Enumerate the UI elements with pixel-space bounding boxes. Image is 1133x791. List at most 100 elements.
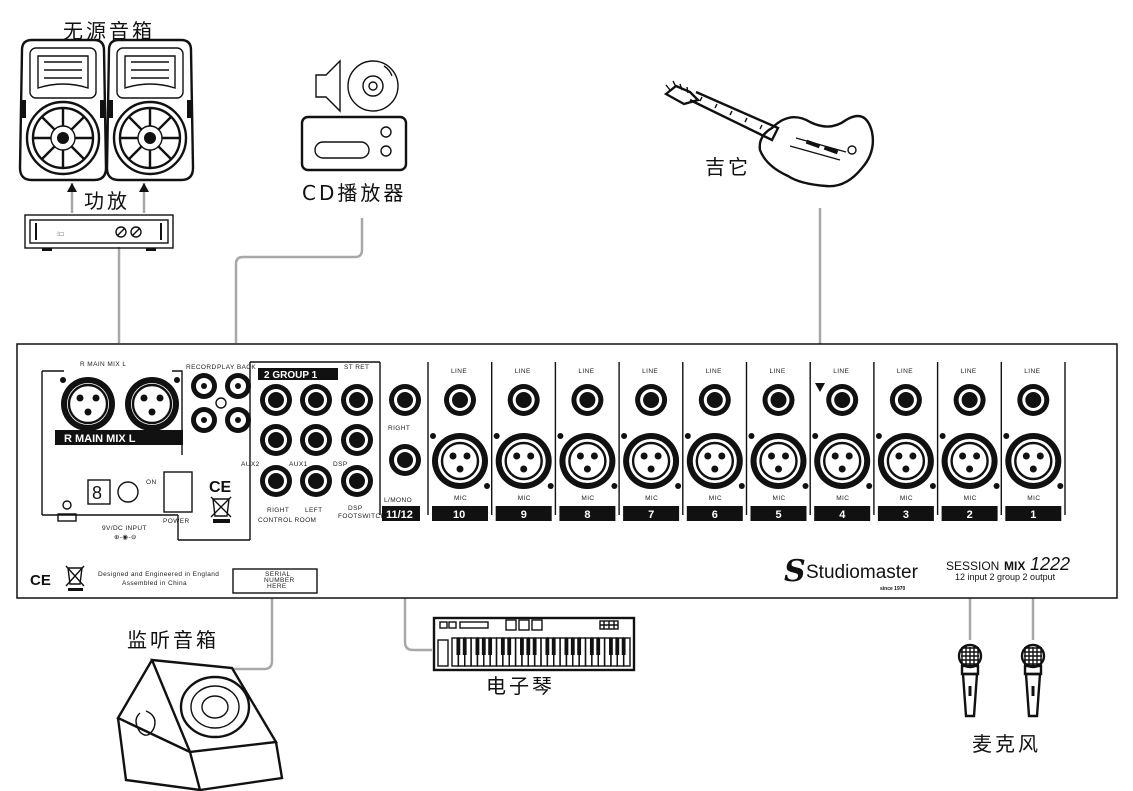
line-jack-ch9[interactable]	[507, 384, 540, 416]
rca-playback-l[interactable]	[225, 407, 251, 433]
line-jack-ch2[interactable]	[953, 384, 986, 416]
mic-label: MIC	[645, 495, 658, 502]
jack-aux1[interactable]	[300, 424, 332, 456]
jack-st-ret-top[interactable]	[341, 384, 373, 416]
line-jack-ch10[interactable]	[444, 384, 476, 416]
line-jack-ch1[interactable]	[1017, 384, 1050, 416]
mic-label: MIC	[836, 495, 849, 502]
microphones	[957, 643, 1046, 718]
channel-number-1: 1	[1030, 509, 1036, 521]
power-display: 8	[92, 483, 102, 503]
model-prefix: SESSION	[946, 559, 999, 573]
channel-number-5: 5	[776, 509, 782, 521]
mic-xlr-ch6[interactable]	[684, 433, 745, 489]
channel-number-bar	[1005, 506, 1062, 521]
black-key	[564, 638, 569, 655]
channel-number-7: 7	[648, 509, 654, 521]
serial-3: HERE	[267, 583, 287, 590]
mic-label: MIC	[518, 495, 531, 502]
jack-stereo-left-mono[interactable]	[389, 444, 421, 476]
mic-label: MIC	[900, 495, 913, 502]
mic-label: MIC	[1027, 495, 1040, 502]
cable-control-room-to-monitor	[232, 540, 274, 671]
power-jack[interactable]	[117, 481, 139, 503]
jack-stereo-right[interactable]	[389, 384, 421, 416]
disc-icon	[347, 60, 399, 112]
jack-control-room-right[interactable]	[260, 465, 292, 497]
microphone-ch1	[1020, 643, 1046, 718]
electronic-keyboard	[432, 616, 636, 672]
arrow-up-left-icon	[67, 183, 77, 192]
arrow-down-icon	[815, 383, 825, 392]
rca-record-r[interactable]	[191, 373, 217, 399]
mic-xlr-ch7[interactable]	[621, 433, 682, 489]
channel-strip-1: LINE MIC 1	[1003, 362, 1066, 521]
channel-number-bar	[623, 506, 680, 521]
mic-xlr-ch1[interactable]	[1003, 433, 1064, 489]
channel-number-bar	[686, 506, 743, 521]
line-jack-ch6[interactable]	[698, 384, 731, 416]
mic-label: MIC	[964, 495, 977, 502]
line-label: LINE	[1024, 368, 1040, 375]
designed-label: Designed and Engineered in England	[98, 571, 219, 578]
cd-player	[300, 59, 408, 172]
st-ret-label: ST RET	[344, 364, 369, 371]
dsp-footswitch-label-2: FOOTSWITCH	[338, 513, 386, 520]
line-label: LINE	[451, 368, 467, 375]
jack-dsp-footswitch[interactable]	[341, 465, 373, 497]
black-key	[545, 638, 550, 655]
line-jack-ch8[interactable]	[571, 384, 604, 416]
line-label: LINE	[833, 368, 849, 375]
line-label: LINE	[515, 368, 531, 375]
svg-text:⁝□: ⁝□	[57, 231, 64, 238]
guitar	[663, 80, 875, 188]
jack-control-room-left[interactable]	[300, 465, 332, 497]
assembled-label: Assembled in China	[122, 580, 187, 587]
black-key	[520, 638, 524, 655]
rca-playback-r[interactable]	[225, 373, 251, 399]
playback-label: PLAY BACK	[217, 364, 256, 371]
power-switch[interactable]	[163, 471, 193, 513]
line-jack-ch5[interactable]	[762, 384, 795, 416]
black-key	[462, 638, 467, 655]
black-key	[507, 638, 512, 655]
black-key	[589, 638, 594, 655]
mic-xlr-ch8[interactable]	[557, 433, 618, 489]
mic-xlr-ch10[interactable]	[430, 433, 490, 489]
line-jack-ch4[interactable]	[826, 384, 859, 416]
brand-s-icon: S	[784, 554, 806, 589]
mic-xlr-ch4[interactable]	[812, 433, 873, 489]
mic-xlr-ch2[interactable]	[939, 433, 1000, 489]
label-monitor-speaker: 监听音箱	[127, 628, 219, 652]
channel-number-bar	[877, 506, 934, 521]
amplifier: ⁝□	[24, 214, 174, 251]
ce-mark: CE	[209, 479, 232, 496]
black-key	[456, 638, 461, 655]
stereo-right-label: RIGHT	[388, 425, 410, 432]
line-jack-ch3[interactable]	[889, 384, 922, 416]
black-key	[488, 638, 493, 655]
channel-number-2: 2	[967, 509, 973, 521]
mic-label: MIC	[709, 495, 722, 502]
line-label: LINE	[578, 368, 594, 375]
line-jack-ch7[interactable]	[635, 384, 668, 416]
jack-aux2[interactable]	[260, 424, 292, 456]
aux2-label: AUX2	[241, 461, 260, 468]
jack-st-ret-bottom[interactable]	[341, 424, 373, 456]
power-label: POWER	[163, 518, 190, 525]
jack-group-1[interactable]	[300, 384, 332, 416]
dsp-footswitch-label-1: DSP	[348, 505, 363, 512]
mic-xlr-ch9[interactable]	[493, 433, 554, 489]
black-key	[481, 638, 486, 655]
serial-number-box	[232, 568, 318, 594]
jack-group-2[interactable]	[260, 384, 292, 416]
rca-record-l[interactable]	[191, 407, 217, 433]
channel-number-bar	[559, 506, 616, 521]
mic-xlr-ch3[interactable]	[875, 433, 936, 489]
channel-number-3: 3	[903, 509, 909, 521]
svg-text:⊕-◉-⊖: ⊕-◉-⊖	[114, 534, 137, 541]
mic-xlr-ch5[interactable]	[748, 433, 809, 489]
control-right-label: RIGHT	[267, 507, 289, 514]
black-key	[609, 638, 613, 655]
